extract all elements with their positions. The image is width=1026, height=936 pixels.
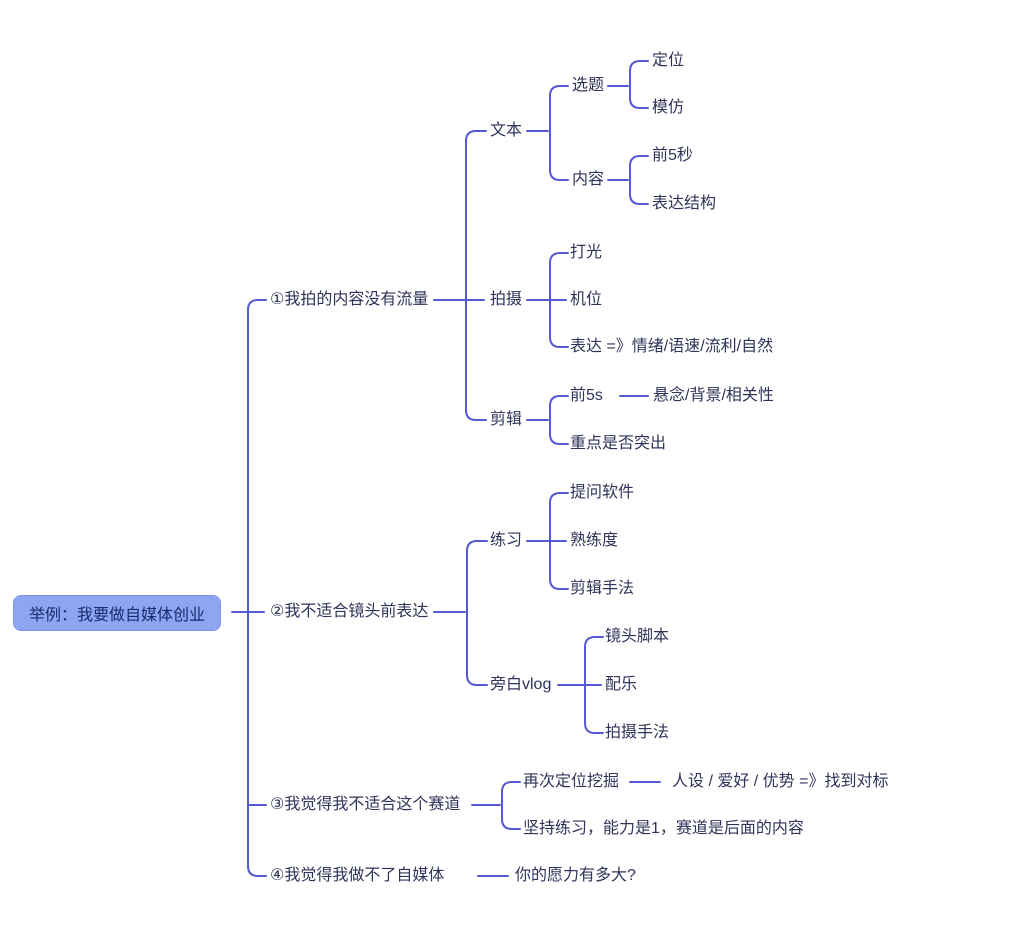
proficiency-node[interactable]: 熟练度 xyxy=(570,532,619,549)
expression-node[interactable]: 表达 =》情绪/语速/流利/自然 xyxy=(570,338,774,355)
connector-line xyxy=(584,636,604,734)
root-node[interactable]: 举例：我要做自媒体创业 xyxy=(13,595,222,631)
keep-practicing-node[interactable]: 坚持练习，能力是1，赛道是后面的内容 xyxy=(523,820,804,837)
connector-line xyxy=(549,85,569,181)
connector-line xyxy=(465,130,487,421)
text-node[interactable]: 文本 xyxy=(490,122,523,139)
voiceover-vlog-node[interactable]: 旁白vlog xyxy=(490,676,552,693)
connector-line xyxy=(629,155,649,205)
connector-line xyxy=(549,395,569,445)
connector-line xyxy=(549,252,569,348)
positioning-node[interactable]: 定位 xyxy=(652,52,685,69)
topic-selection-node[interactable]: 选题 xyxy=(572,77,605,94)
lighting-node[interactable]: 打光 xyxy=(570,244,603,261)
branch-1-node[interactable]: ①我拍的内容没有流量 xyxy=(270,291,429,308)
expression-structure-node[interactable]: 表达结构 xyxy=(652,195,717,212)
shooting-technique-node[interactable]: 拍摄手法 xyxy=(605,724,670,741)
shot-script-node[interactable]: 镜头脚本 xyxy=(605,628,670,645)
first-5s-node[interactable]: 前5s xyxy=(570,387,603,404)
branch-4-node[interactable]: ④我觉得我做不了自媒体 xyxy=(270,867,445,884)
editing-technique-node[interactable]: 剪辑手法 xyxy=(570,580,635,597)
branch-3-node[interactable]: ③我觉得我不适合这个赛道 xyxy=(270,796,461,813)
first-5-seconds-node[interactable]: 前5秒 xyxy=(652,147,693,164)
camera-position-node[interactable]: 机位 xyxy=(570,291,603,308)
imitation-node[interactable]: 模仿 xyxy=(652,99,685,116)
branch-2-node[interactable]: ②我不适合镜头前表达 xyxy=(270,603,429,620)
connector-line xyxy=(549,492,569,590)
music-node[interactable]: 配乐 xyxy=(605,676,638,693)
connector-line xyxy=(501,781,521,830)
content-node[interactable]: 内容 xyxy=(572,171,605,188)
persona-benchmark-node[interactable]: 人设 / 爱好 / 优势 =》找到对标 xyxy=(672,773,889,790)
suspense-background-node[interactable]: 悬念/背景/相关性 xyxy=(653,387,774,404)
shooting-node[interactable]: 拍摄 xyxy=(490,291,523,308)
question-software-node[interactable]: 提问软件 xyxy=(570,484,635,501)
highlight-node[interactable]: 重点是否突出 xyxy=(570,435,667,452)
connector-line xyxy=(466,540,488,686)
connector-line xyxy=(629,60,649,109)
willpower-node[interactable]: 你的愿力有多大? xyxy=(515,867,636,884)
editing-node[interactable]: 剪辑 xyxy=(490,411,523,428)
repositioning-node[interactable]: 再次定位挖掘 xyxy=(523,773,620,790)
connector-line xyxy=(247,299,267,877)
practice-node[interactable]: 练习 xyxy=(490,532,523,549)
